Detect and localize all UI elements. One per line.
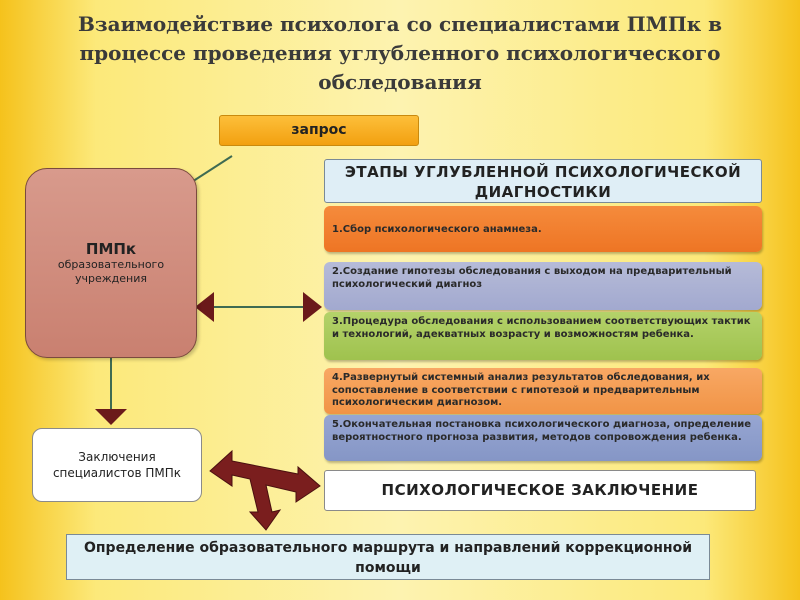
stage-1-text: 1.Сбор психологического анамнеза. — [332, 223, 542, 235]
request-box: запрос — [219, 115, 419, 146]
down-arrow-head — [95, 409, 127, 425]
stage-5-text: 5.Окончательная постановка психологическ… — [332, 419, 752, 443]
stage-1: 1.Сбор психологического анамнеза. — [324, 206, 762, 252]
stage-3-text: 3.Процедура обследования с использование… — [332, 316, 751, 340]
route-box: Определение образовательного маршрута и … — [66, 534, 710, 580]
pmpk-box: ПМПк образовательного учреждения — [25, 168, 197, 358]
stage-2-text: 2.Создание гипотезы обследования с выход… — [332, 266, 732, 290]
stage-5: 5.Окончательная постановка психологическ… — [324, 415, 762, 461]
stage-2: 2.Создание гипотезы обследования с выход… — [324, 262, 762, 310]
specialists-conclusion-box: Заключения специалистов ПМПк — [32, 428, 202, 502]
stage-4: 4.Развернутый системный анализ результат… — [324, 368, 762, 414]
double-arrow-left-head — [195, 292, 214, 322]
page-title: Взаимодействие психолога со специалистам… — [77, 12, 723, 94]
pmpk-name: ПМПк — [85, 240, 137, 258]
double-arrow-right-head — [303, 292, 322, 322]
stages-header: ЭТАПЫ УГЛУБЛЕННОЙ ПСИХОЛОГИЧЕСКОЙ ДИАГНО… — [324, 159, 762, 203]
stage-4-text: 4.Развернутый системный анализ результат… — [332, 372, 710, 408]
stage-3: 3.Процедура обследования с использование… — [324, 312, 762, 360]
pmpk-subtitle: образовательного учреждения — [57, 258, 165, 285]
t-arrow — [209, 449, 321, 531]
psychological-conclusion-box: ПСИХОЛОГИЧЕСКОЕ ЗАКЛЮЧЕНИЕ — [324, 470, 756, 511]
specialists-conclusion-text: Заключения специалистов ПМПк — [52, 450, 182, 480]
